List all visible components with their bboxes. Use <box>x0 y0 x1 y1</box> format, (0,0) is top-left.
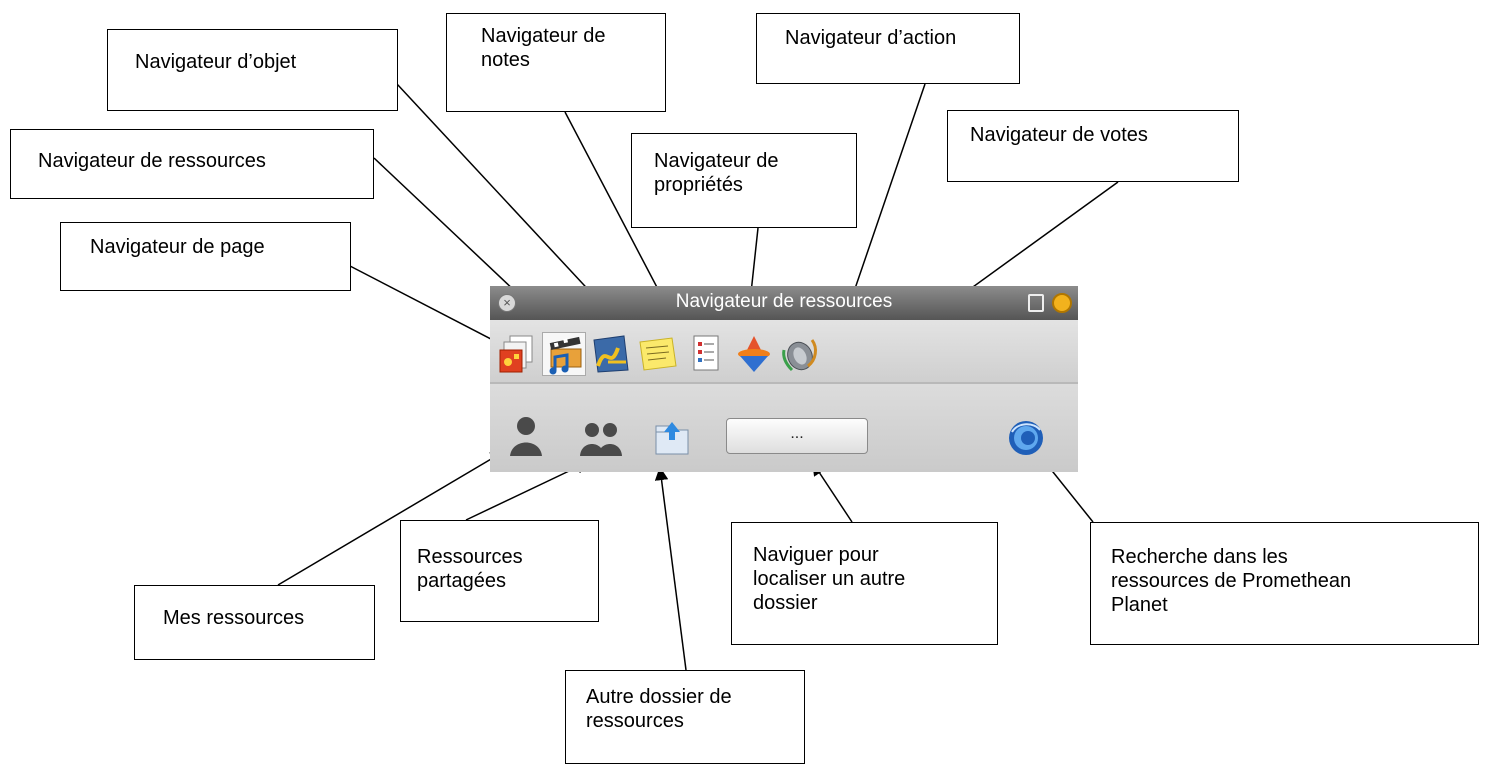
my-resources-icon[interactable] <box>506 414 546 458</box>
close-icon[interactable]: × <box>498 294 516 312</box>
vote-browser-icon[interactable] <box>778 332 822 376</box>
resource-browser-panel: × Navigateur de ressources <box>490 286 1078 472</box>
panel-titlebar[interactable]: × Navigateur de ressources <box>490 286 1078 320</box>
shared-resources-icon[interactable] <box>578 420 626 458</box>
arrow-browse <box>812 461 853 523</box>
callout-votes-browser: Navigateur de votes <box>947 110 1239 182</box>
promethean-planet-search-icon[interactable] <box>1006 418 1046 458</box>
callout-shared-resources: Ressources partagées <box>400 520 599 622</box>
callout-resource-browser: Navigateur de ressources <box>10 129 374 199</box>
callout-browse-folder: Naviguer pour localiser un autre dossier <box>731 522 998 645</box>
page-browser-icon[interactable] <box>496 332 540 376</box>
action-browser-icon[interactable] <box>732 332 776 376</box>
callout-object-browser: Navigateur d’objet <box>107 29 398 111</box>
arrow-page <box>349 265 518 353</box>
callout-my-resources: Mes ressources <box>134 585 375 660</box>
dock-icon[interactable] <box>1028 294 1044 312</box>
resource-browser-icon[interactable] <box>542 332 586 376</box>
pin-icon[interactable] <box>1052 293 1072 313</box>
tab-separator <box>490 382 1078 384</box>
callout-promethean-search: Recherche dans les ressources de Prometh… <box>1090 522 1479 645</box>
other-folder-icon[interactable] <box>652 418 692 458</box>
callout-page-browser: Navigateur de page <box>60 222 351 291</box>
object-browser-icon[interactable] <box>588 332 632 376</box>
resource-toolbar: ... <box>490 384 1078 472</box>
notes-browser-icon[interactable] <box>636 332 680 376</box>
property-browser-icon[interactable] <box>684 332 728 376</box>
callout-notes-browser: Navigateur de notes <box>446 13 666 112</box>
browser-tabs <box>490 320 1078 382</box>
panel-title: Navigateur de ressources <box>675 291 893 312</box>
arrow-other-folder <box>654 466 687 671</box>
callout-property-browser: Navigateur de propriétés <box>631 133 857 228</box>
callout-other-folder: Autre dossier de ressources <box>565 670 805 764</box>
browse-folder-button[interactable]: ... <box>726 418 868 454</box>
callout-action-browser: Navigateur d’action <box>756 13 1020 84</box>
arrow-my-resources <box>277 451 505 586</box>
